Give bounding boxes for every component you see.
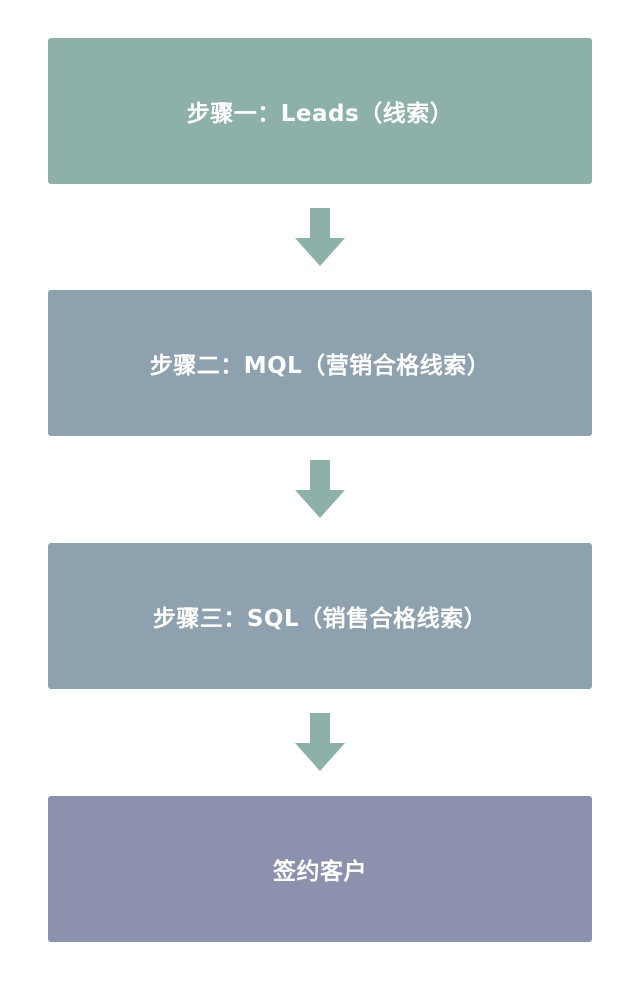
step-leads-label: 步骤一：Leads（线索） <box>186 101 454 127</box>
step-sql-box: 步骤三：SQL（销售合格线索） <box>48 543 592 689</box>
step-customer-box: 签约客户 <box>48 796 592 942</box>
down-arrow-icon <box>295 713 345 771</box>
down-arrow-icon <box>295 460 345 518</box>
down-arrow-icon <box>295 208 345 266</box>
step-sql-label: 步骤三：SQL（销售合格线索） <box>152 606 488 632</box>
step-leads-box: 步骤一：Leads（线索） <box>48 38 592 184</box>
step-mql-label: 步骤二：MQL（营销合格线索） <box>149 353 491 379</box>
step-mql-box: 步骤二：MQL（营销合格线索） <box>48 290 592 436</box>
step-customer-label: 签约客户 <box>273 859 367 885</box>
